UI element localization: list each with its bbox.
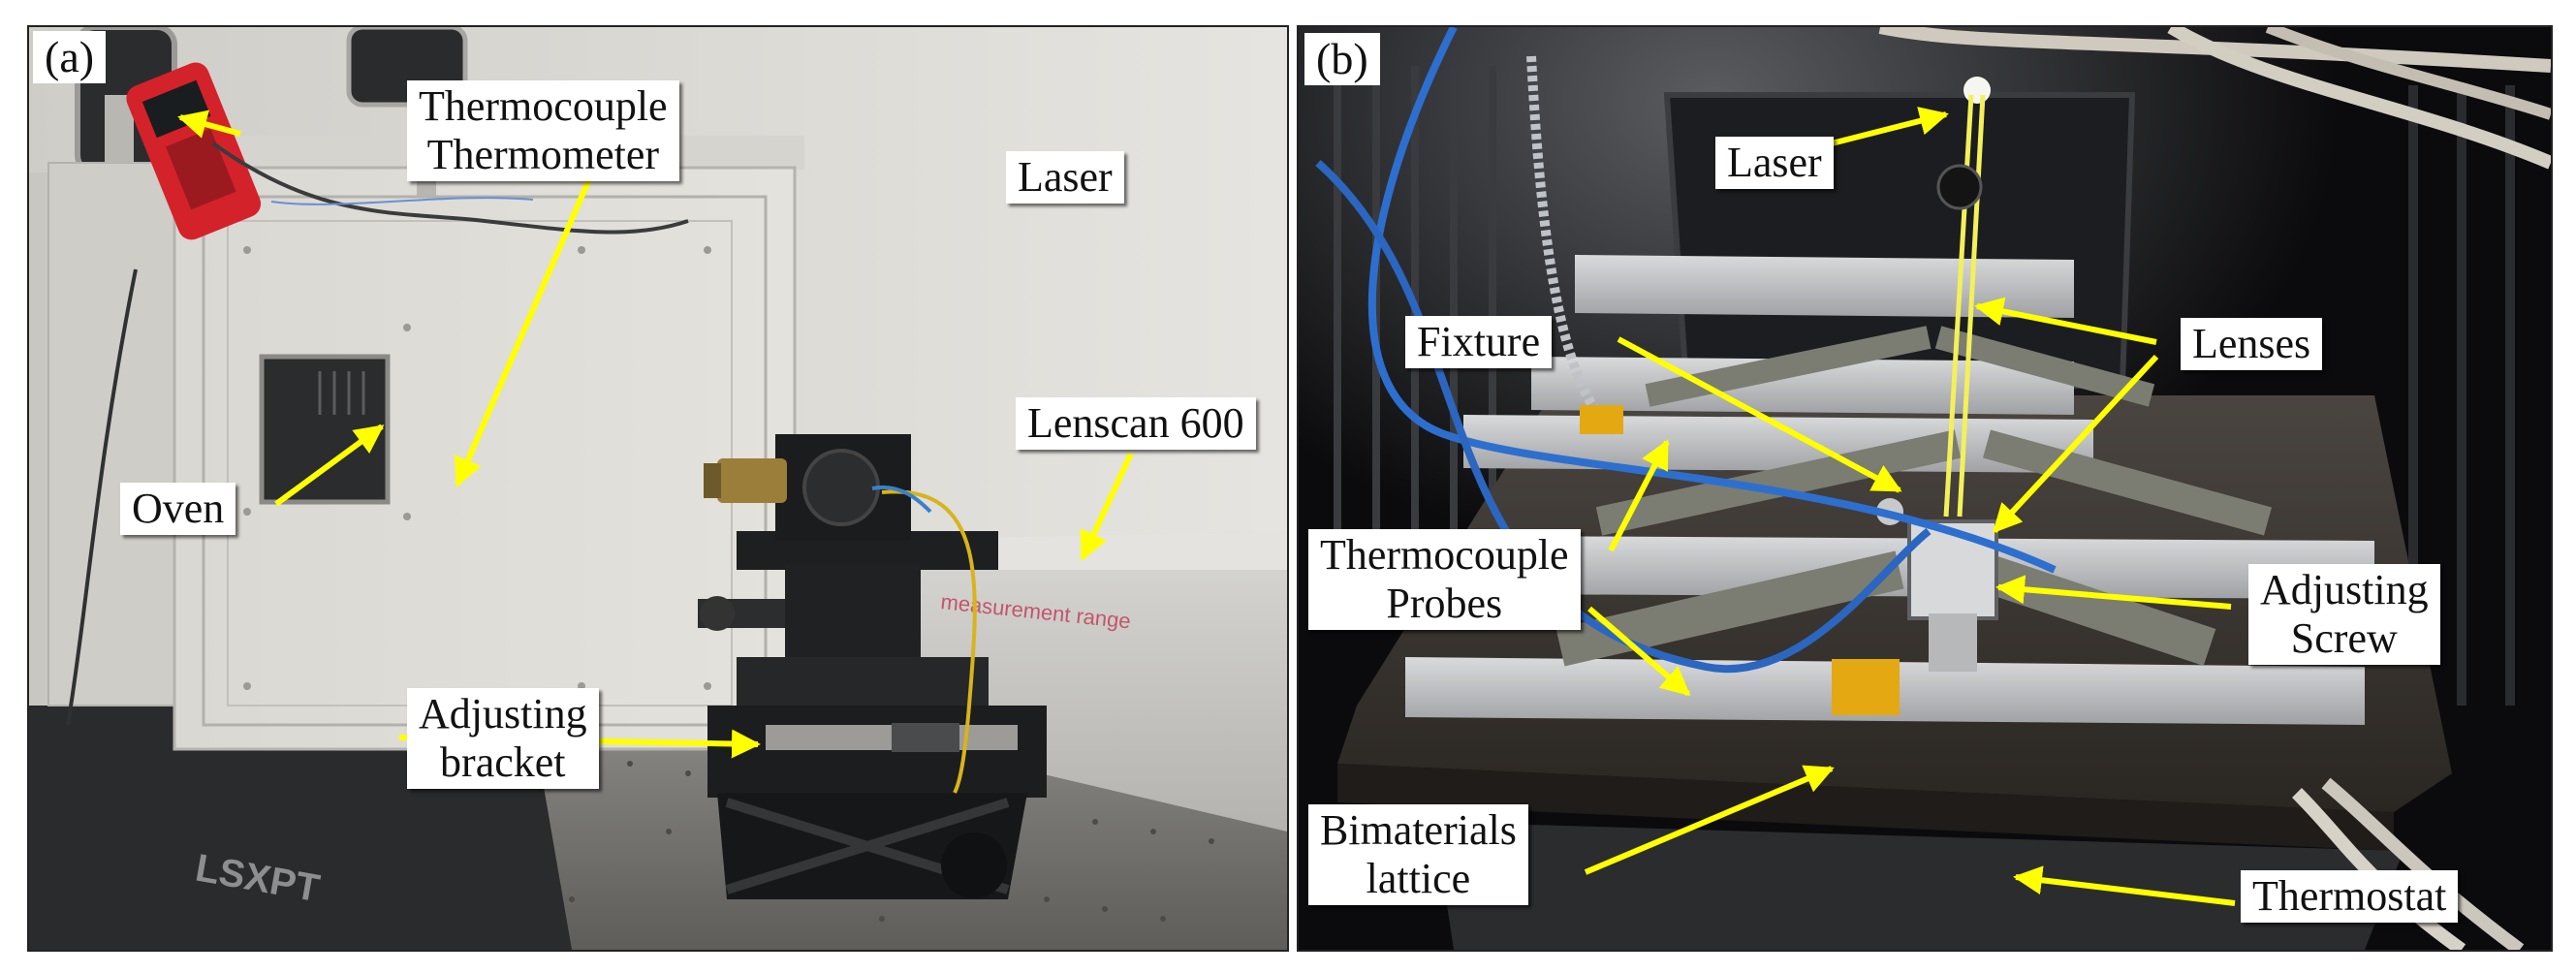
adjusting-bracket-assembly [698, 531, 1047, 899]
oven-side [29, 173, 48, 706]
laser-fiber-cable [881, 489, 977, 794]
label-adjusting-bracket: Adjusting bracket [407, 688, 599, 789]
oven-viewing-window [259, 354, 391, 505]
thermostat-cable [2321, 777, 2525, 950]
label-thermocouple-probes: Thermocouple Probes [1308, 529, 1581, 630]
panel-b-scene [1299, 27, 2551, 950]
panel-a-tag: (a) [33, 31, 107, 83]
thermocouple-probe-cable [1367, 27, 2057, 574]
label-fixture: Fixture [1405, 316, 1553, 368]
thermostat-cable [2292, 788, 2466, 950]
panel-b-tag: (b) [1304, 33, 1380, 85]
label-bimaterials-lattice: Bimaterials lattice [1308, 804, 1528, 905]
top-cable [2265, 27, 2551, 120]
label-lenses: Lenses [2181, 318, 2323, 370]
probe-braided-cable [1526, 55, 1621, 439]
lens-upper [1936, 164, 1983, 210]
table-holes [569, 761, 1214, 922]
laser-beam [1943, 94, 1974, 518]
label-laser-b: Laser [1715, 137, 1834, 189]
label-lenscan-600: Lenscan 600 [1016, 397, 1256, 450]
oven-window-bars [318, 371, 365, 415]
laser-source [1963, 77, 1991, 104]
laser-beam [1957, 94, 1986, 518]
probe-tape [1832, 659, 1900, 715]
top-cable [1878, 27, 2551, 73]
label-oven: Oven [120, 483, 236, 535]
oven-screw [417, 177, 436, 197]
label-thermostat: Thermostat [2241, 870, 2459, 923]
lenscan-rail [833, 531, 1287, 832]
panel-a-photo: LSXPT [27, 25, 1289, 952]
panel-b-photo: (b) Laser Lenses Fixture Thermocouple Pr… [1297, 25, 2553, 952]
adjusting-screw-body [1929, 613, 1977, 672]
power-cable [66, 268, 138, 726]
label-adjusting-screw: Adjusting Screw [2248, 564, 2440, 665]
probe-tape [1580, 405, 1623, 434]
label-thermocouple-thermometer: Thermocouple Thermometer [407, 80, 679, 181]
top-cable [2167, 27, 2551, 170]
label-laser-a: Laser [1006, 151, 1124, 204]
laser-blue-cable [871, 485, 932, 514]
